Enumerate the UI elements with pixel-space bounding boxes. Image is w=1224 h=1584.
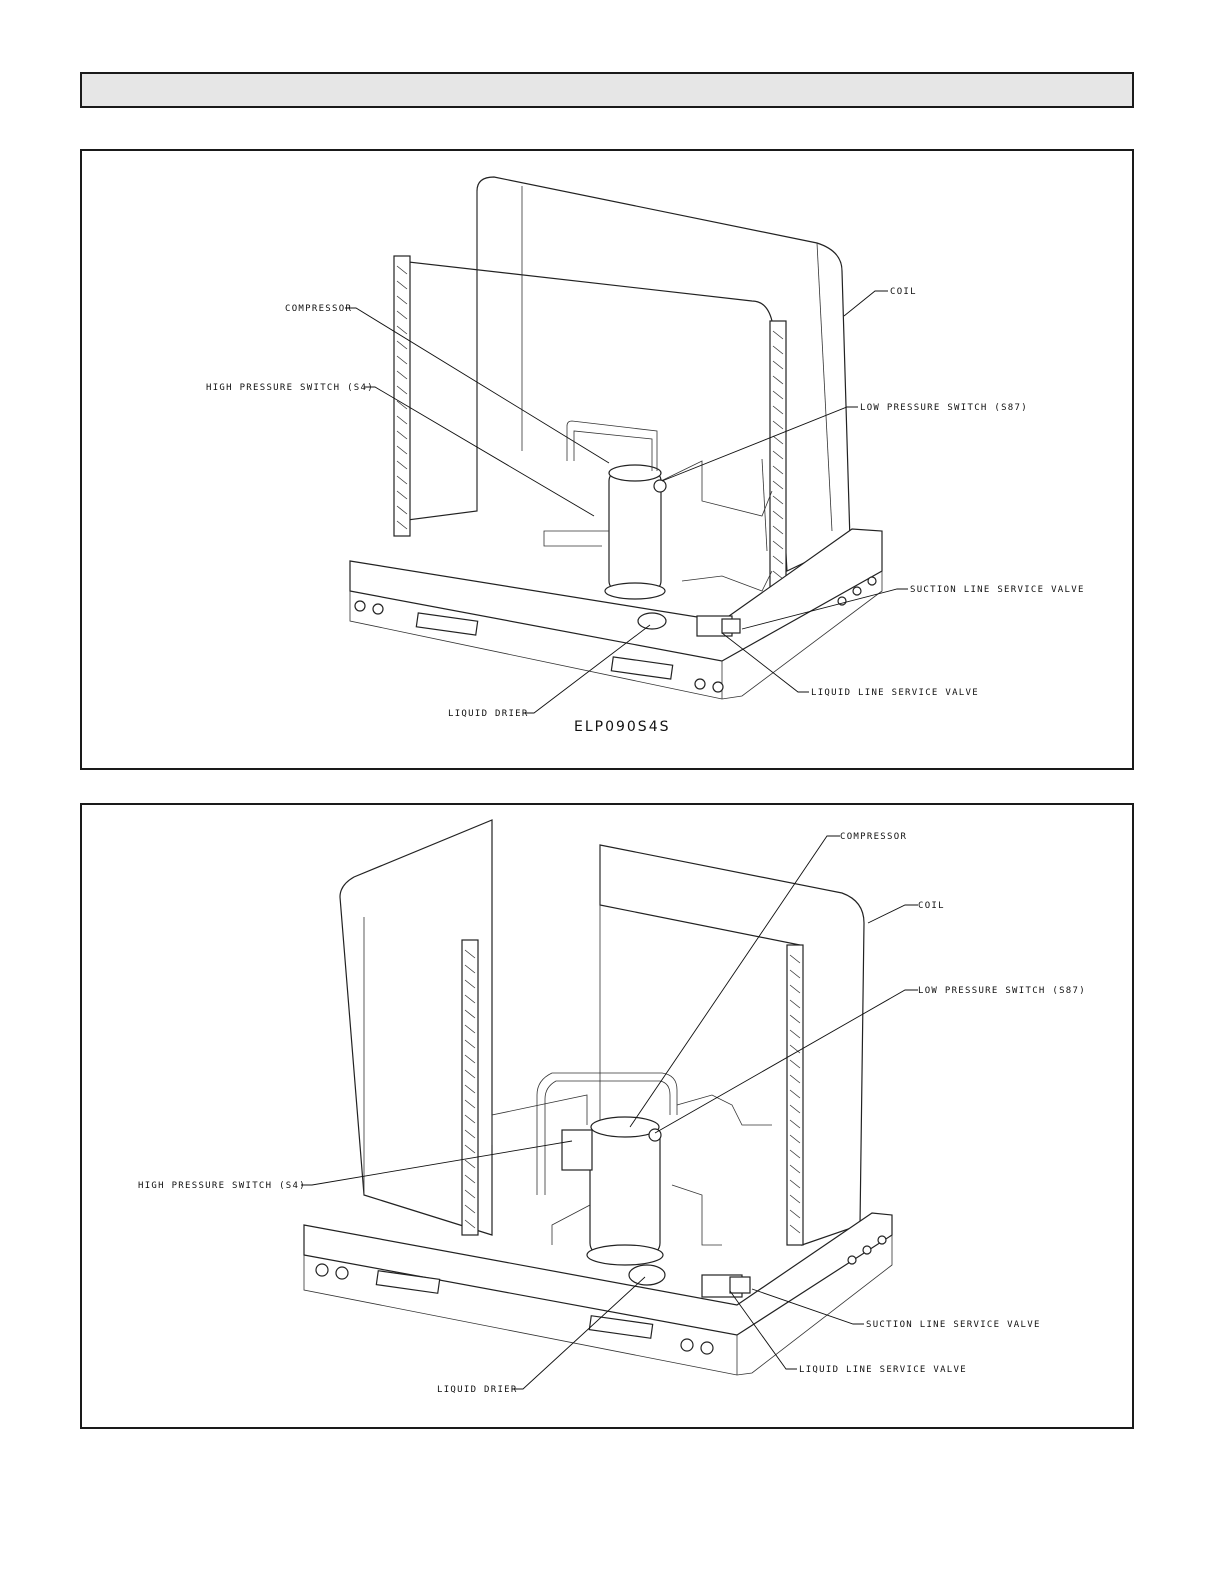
label-liquid-drier: LIQUID DRIER — [437, 1385, 518, 1395]
unit-drawing-bottom: COMPRESSOR COIL LOW PRESSURE SWITCH (S87… — [82, 805, 1132, 1427]
label-high-pressure-switch: HIGH PRESSURE SWITCH (S4) — [138, 1181, 306, 1191]
label-suction-line-service-valve: SUCTION LINE SERVICE VALVE — [910, 585, 1085, 595]
compressor-illustration — [609, 471, 661, 591]
model-number: ELP090S4S — [574, 719, 671, 735]
label-coil: COIL — [918, 901, 945, 911]
liquid-drier-illustration — [629, 1265, 665, 1285]
label-compressor: COMPRESSOR — [840, 832, 907, 842]
compressor-illustration — [590, 1125, 660, 1255]
coil-header-right — [770, 321, 786, 601]
label-coil: COIL — [890, 287, 917, 297]
label-compressor: COMPRESSOR — [285, 304, 352, 314]
label-liquid-line-service-valve: LIQUID LINE SERVICE VALVE — [799, 1365, 967, 1375]
unit-drawing-top: COMPRESSOR HIGH PRESSURE SWITCH (S4) COI… — [82, 151, 1132, 768]
diagram-panel-top: COMPRESSOR HIGH PRESSURE SWITCH (S4) COI… — [80, 149, 1134, 770]
coil-header-left — [394, 256, 410, 536]
label-low-pressure-switch: LOW PRESSURE SWITCH (S87) — [918, 986, 1086, 996]
label-liquid-drier: LIQUID DRIER — [448, 709, 529, 719]
diagram-panel-bottom: COMPRESSOR COIL LOW PRESSURE SWITCH (S87… — [80, 803, 1134, 1429]
label-suction-line-service-valve: SUCTION LINE SERVICE VALVE — [866, 1320, 1041, 1330]
label-high-pressure-switch: HIGH PRESSURE SWITCH (S4) — [206, 383, 374, 393]
label-liquid-line-service-valve: LIQUID LINE SERVICE VALVE — [811, 688, 979, 698]
liquid-drier-illustration — [638, 613, 666, 629]
label-low-pressure-switch: LOW PRESSURE SWITCH (S87) — [860, 403, 1028, 413]
coil-header-right — [787, 945, 803, 1245]
header-bar — [80, 72, 1134, 108]
